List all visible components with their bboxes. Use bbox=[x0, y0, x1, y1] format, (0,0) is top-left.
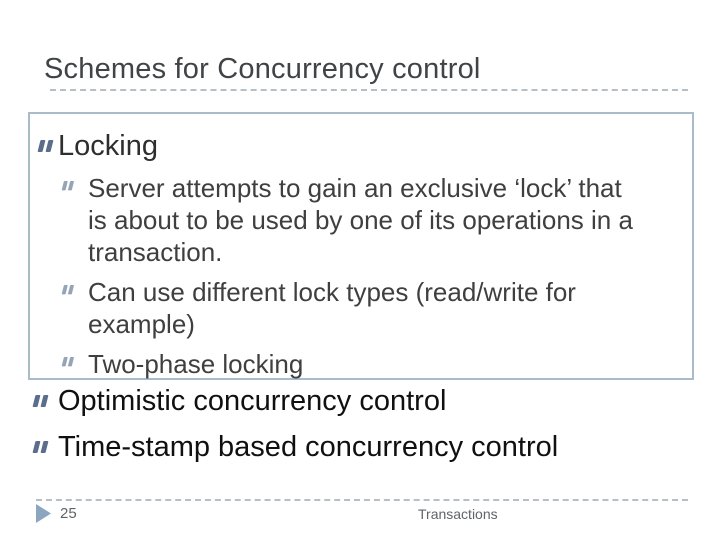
sub-bullet-line: Two-phase locking bbox=[88, 349, 304, 379]
bullet-item-timestamp: Time-stamp based concurrency control bbox=[24, 430, 714, 465]
bullet-label: Locking bbox=[58, 130, 158, 162]
bullet-label: Time-stamp based concurrency control bbox=[58, 431, 559, 463]
locking-content-box: Locking Server attempts to gain an exclu… bbox=[28, 112, 694, 380]
quote-bullet-icon bbox=[62, 357, 74, 366]
page-arrow-icon bbox=[36, 504, 51, 523]
page-number: 25 bbox=[60, 505, 77, 522]
bullet-item-optimistic: Optimistic concurrency control bbox=[24, 384, 714, 419]
bullet-label: Optimistic concurrency control bbox=[58, 385, 447, 417]
quote-bullet-icon bbox=[62, 285, 74, 294]
slide-title: Schemes for Concurrency control bbox=[44, 53, 481, 85]
locking-content-inner: Locking Server attempts to gain an exclu… bbox=[30, 114, 692, 380]
sub-bullet-lock-types: Can use different lock types (read/write… bbox=[30, 276, 682, 340]
quote-bullet-icon bbox=[33, 441, 49, 453]
sub-bullet-line: transaction. bbox=[88, 237, 223, 267]
footer-text: Transactions bbox=[418, 506, 498, 522]
sub-bullet-line: is about to be used by one of its operat… bbox=[88, 205, 633, 235]
bottom-bullet-list: Optimistic concurrency control Time-stam… bbox=[24, 384, 714, 476]
sub-bullet-line: example) bbox=[88, 309, 195, 339]
footer-divider bbox=[36, 499, 688, 501]
quote-bullet-icon bbox=[62, 181, 74, 190]
bullet-item-locking: Locking bbox=[30, 128, 682, 164]
sub-bullet-two-phase: Two-phase locking bbox=[30, 348, 682, 380]
quote-bullet-icon bbox=[33, 395, 49, 407]
sub-bullet-line: Server attempts to gain an exclusive ‘lo… bbox=[88, 173, 622, 203]
sub-bullet-line: Can use different lock types (read/write… bbox=[88, 277, 576, 307]
sub-bullet-server-lock: Server attempts to gain an exclusive ‘lo… bbox=[30, 172, 682, 268]
quote-bullet-icon bbox=[38, 140, 54, 152]
title-divider bbox=[50, 89, 688, 91]
